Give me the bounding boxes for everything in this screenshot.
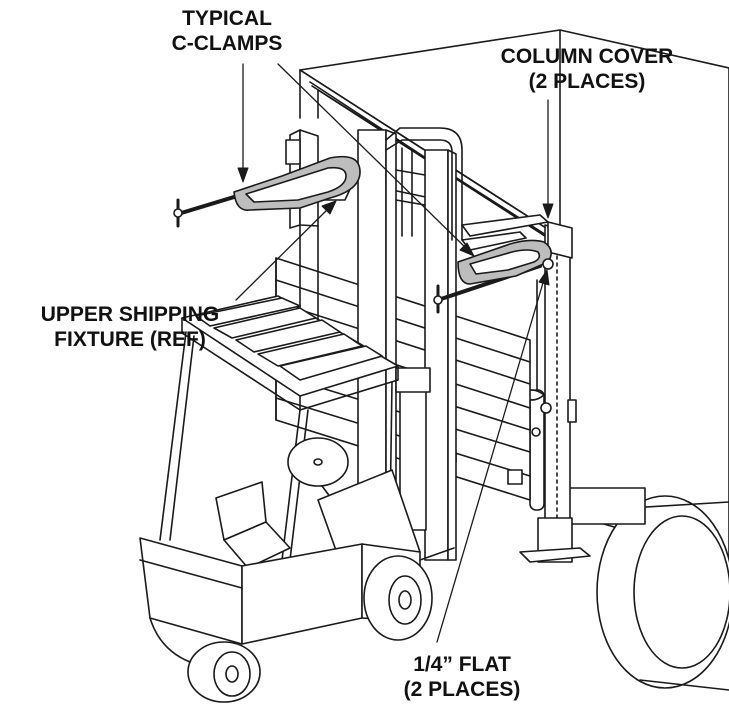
label-upper-shipping-fixture: UPPER SHIPPING FIXTURE (REF) [40, 303, 220, 351]
leader-lines [235, 63, 549, 643]
leader-arrowheads [237, 167, 554, 286]
label-column-cover: COLUMN COVER (2 PLACES) [500, 45, 674, 93]
label-typical-c-clamps: TYPICAL C-CLAMPS [171, 7, 283, 55]
truck-wheel [564, 487, 729, 691]
c-clamp-right [433, 239, 554, 314]
c-clamp-left [173, 155, 361, 228]
label-flat-bar: 1/4” FLAT (2 PLACES) [403, 653, 521, 701]
liftgate-column [519, 221, 591, 563]
forklift-body [139, 295, 455, 703]
